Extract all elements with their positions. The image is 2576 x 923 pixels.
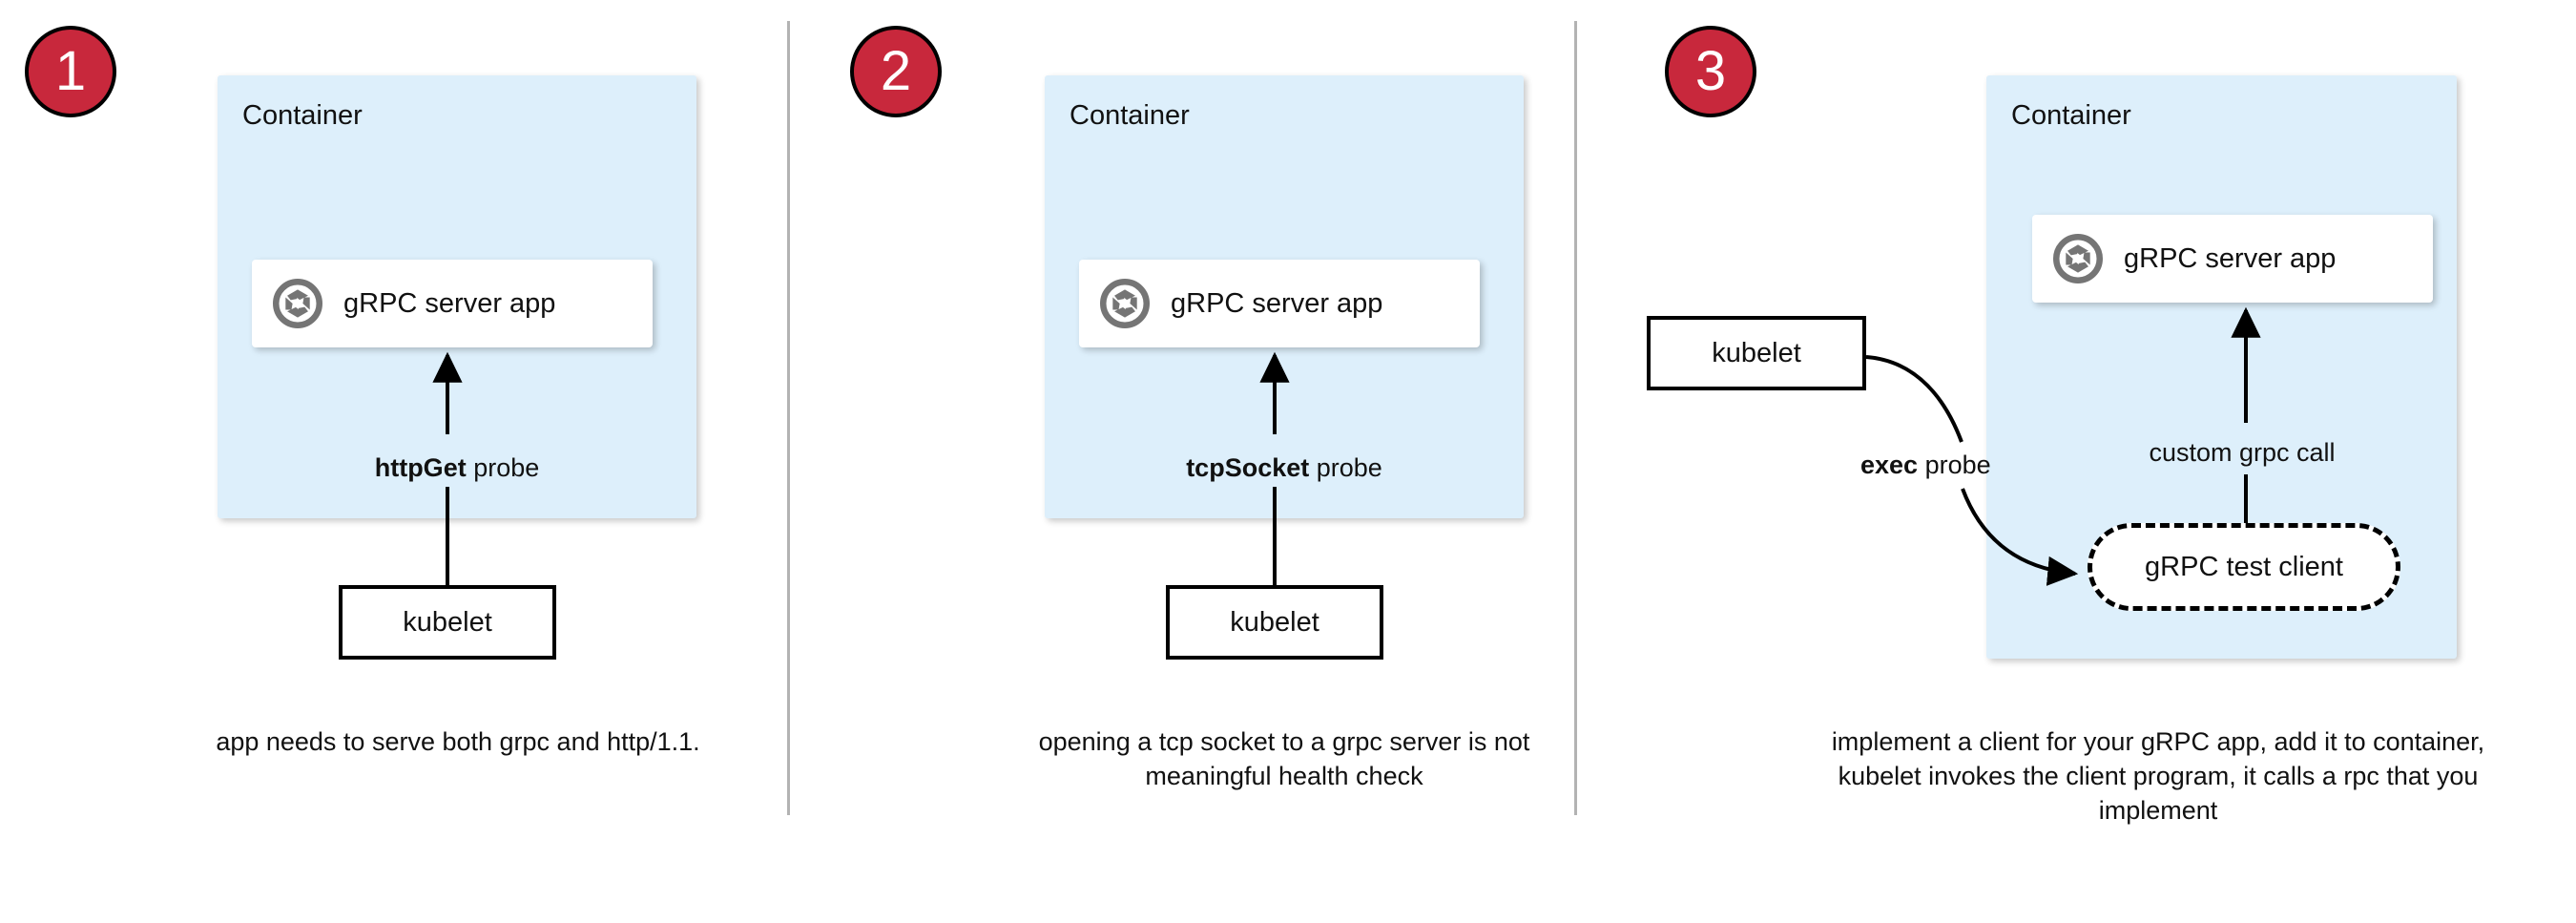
grpc-server-app-card-2: gRPC server app <box>1079 260 1480 347</box>
exec-probe-label-bold: exec <box>1860 451 1919 479</box>
step-badge-number: 3 <box>1694 40 1727 102</box>
grpc-aperture-icon <box>2053 234 2103 283</box>
step-badge-3: 3 <box>1665 26 1756 117</box>
connector-kubelet-to-exec-probe <box>1865 355 1963 443</box>
container-label-3: Container <box>2011 100 2131 131</box>
exec-probe-label: exec probe <box>1860 451 2118 480</box>
caption-3: implement a client for your gRPC app, ad… <box>1831 727 2485 825</box>
kubelet-label-2: kubelet <box>1230 606 1319 638</box>
grpc-aperture-icon <box>1100 279 1150 328</box>
grpc-test-client-box: gRPC test client <box>2088 523 2400 611</box>
kubelet-box-2: kubelet <box>1166 585 1383 660</box>
probe-label-bold-2: tcpSocket <box>1186 453 1310 482</box>
container-label-1: Container <box>242 100 363 131</box>
caption-2: opening a tcp socket to a grpc server is… <box>1038 727 1530 790</box>
step-badge-1: 1 <box>25 26 116 117</box>
kubelet-label-3: kubelet <box>1712 337 1801 368</box>
grpc-server-app-label-3: gRPC server app <box>2124 242 2337 274</box>
exec-probe-label-rest: probe <box>1918 451 1991 479</box>
step-badge-2: 2 <box>850 26 942 117</box>
container-label-2: Container <box>1070 100 1190 131</box>
panel-divider-2 <box>1574 21 1577 815</box>
step-badge-number: 1 <box>54 40 87 102</box>
kubelet-box-1: kubelet <box>339 585 556 660</box>
step-badge-number: 2 <box>880 40 912 102</box>
probe-label-bold-1: httpGet <box>374 453 467 482</box>
grpc-server-app-card-1: gRPC server app <box>252 260 653 347</box>
probe-label-rest-2: probe <box>1309 453 1382 482</box>
grpc-test-client-label: gRPC test client <box>2145 551 2343 582</box>
grpc-server-app-label-2: gRPC server app <box>1171 287 1383 319</box>
panel-divider-1 <box>787 21 790 815</box>
grpc-aperture-icon <box>273 279 322 328</box>
grpc-server-app-card-3: gRPC server app <box>2032 215 2433 303</box>
custom-grpc-call-label: custom grpc call <box>2149 438 2336 467</box>
grpc-server-app-label-1: gRPC server app <box>343 287 556 319</box>
probe-label-1: httpGet probe <box>218 453 696 483</box>
caption-1: app needs to serve both grpc and http/1.… <box>216 727 700 756</box>
kubelet-box-3: kubelet <box>1647 316 1866 390</box>
probe-label-2: tcpSocket probe <box>1045 453 1524 483</box>
kubelet-label-1: kubelet <box>403 606 492 638</box>
probe-label-rest-1: probe <box>466 453 540 482</box>
